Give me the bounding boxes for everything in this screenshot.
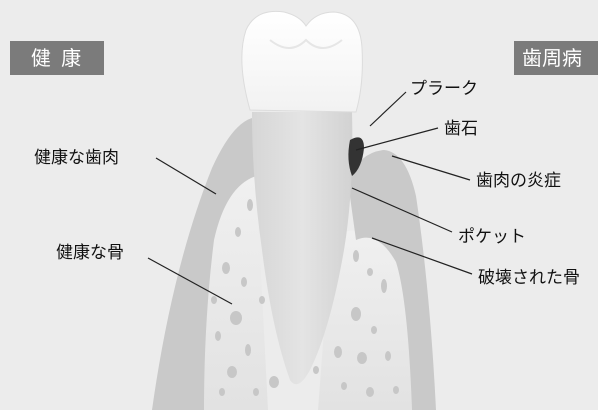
label-destroyed-bone: 破壊された骨 [478,268,580,288]
leader-lines [147,91,473,305]
leader-pocket [351,187,453,233]
label-healthy-gum: 健康な歯肉 [34,148,119,168]
bone-pores [211,199,399,397]
leader-healthy-bone [147,257,233,305]
leader-destroyed-bone [371,237,473,275]
label-healthy-bone: 健康な骨 [56,243,124,263]
tartar-shape [348,137,364,176]
badge-healthy: 健 康 [10,41,104,75]
healthy-gum-shape [152,118,256,410]
destroyed-bone-shape [318,230,412,410]
label-gum-inflammation: 歯肉の炎症 [476,171,561,191]
tooth-root-shape [252,112,353,385]
leader-tartar [355,127,439,151]
tooth-crown-groove [269,38,343,49]
leader-gum-inflammation [391,155,471,181]
leader-plaque [369,91,407,127]
label-tartar: 歯石 [444,119,478,139]
badge-periodontitis: 歯周病 [514,41,598,75]
tooth-crown-shape [241,10,363,113]
label-pocket: ポケット [458,227,526,247]
leader-healthy-gum [155,157,217,195]
label-plaque: プラーク [410,79,478,99]
